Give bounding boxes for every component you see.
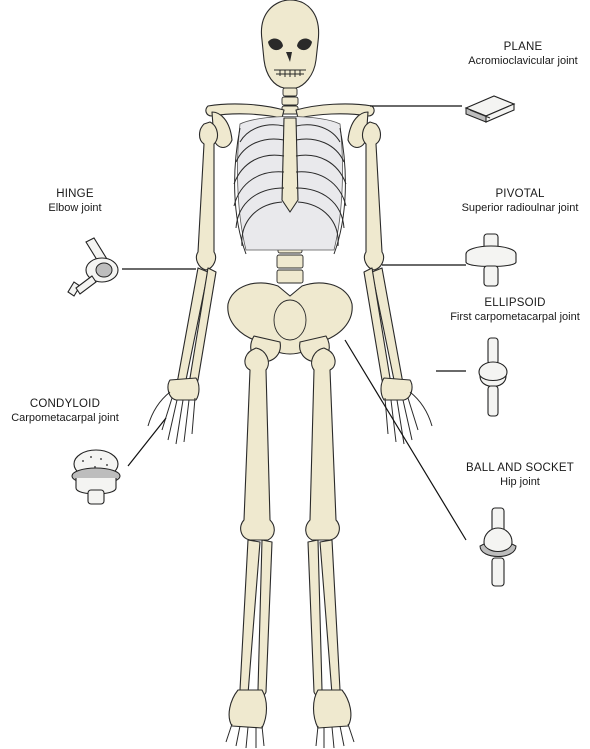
label-condyloid: CONDYLOID Carpometacarpal joint: [0, 397, 130, 425]
label-plane-title: PLANE: [503, 41, 543, 53]
leader-ball-socket: [344, 339, 467, 541]
label-hinge: HINGE Elbow joint: [20, 187, 130, 215]
label-ball-socket-sub: Hip joint: [500, 476, 540, 488]
skull: [260, 0, 320, 89]
label-plane: PLANE Acromioclavicular joint: [458, 40, 588, 68]
label-ellipsoid-sub: First carpometacarpal joint: [450, 311, 580, 323]
plane-joint-icon: [464, 95, 516, 123]
leader-condyloid: [127, 417, 167, 467]
label-hinge-title: HINGE: [56, 188, 94, 200]
label-pivotal: PIVOTAL Superior radioulnar joint: [450, 187, 590, 215]
pelvis: [227, 282, 353, 363]
right-leg: [305, 347, 355, 749]
ball-and-socket-joint-icon: [479, 507, 517, 587]
left-arm: [147, 121, 219, 445]
label-ellipsoid: ELLIPSOID First carpometacarpal joint: [440, 296, 590, 324]
condyloid-joint-icon: [71, 449, 121, 505]
leader-lines: [122, 105, 467, 541]
left-leg: [225, 347, 275, 749]
label-hinge-sub: Elbow joint: [48, 202, 102, 214]
label-pivotal-title: PIVOTAL: [495, 188, 545, 200]
right-arm: [361, 121, 433, 445]
label-plane-sub: Acromioclavicular joint: [468, 55, 578, 67]
shoulder-girdle: [205, 103, 375, 149]
hinge-joint-icon: [67, 237, 119, 297]
pivot-joint-icon: [465, 233, 517, 287]
label-ball-socket-title: BALL AND SOCKET: [465, 462, 575, 474]
ellipsoid-joint-icon: [478, 337, 508, 417]
ribcage: [233, 116, 347, 255]
label-condyloid-title: CONDYLOID: [29, 398, 101, 410]
label-pivotal-sub: Superior radioulnar joint: [461, 202, 579, 214]
label-condyloid-sub: Carpometacarpal joint: [11, 412, 119, 424]
label-ellipsoid-title: ELLIPSOID: [484, 297, 546, 309]
label-ball-socket: BALL AND SOCKET Hip joint: [462, 461, 578, 489]
